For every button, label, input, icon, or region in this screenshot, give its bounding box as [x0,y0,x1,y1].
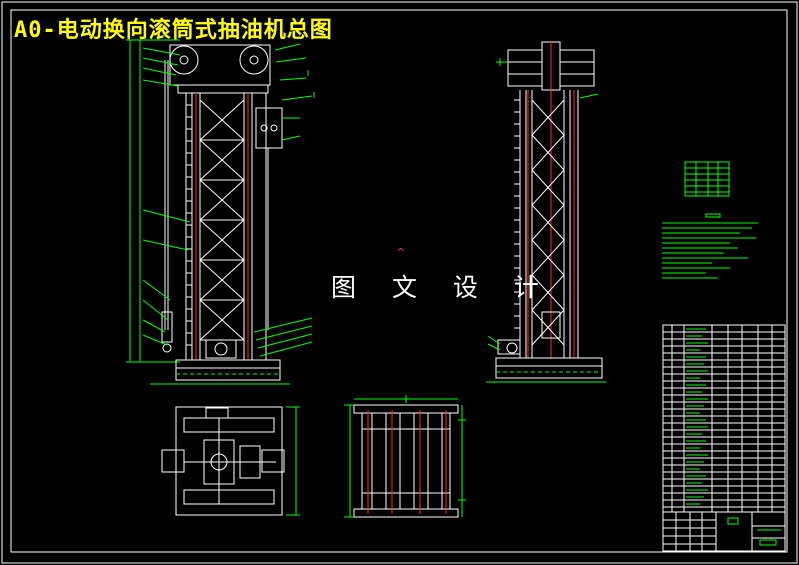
front-view-leaders [142,43,315,357]
side-view-leaders [487,58,599,351]
plan-view-dimensions [286,406,300,516]
parts-list-entries [686,328,708,505]
front-view [126,39,290,385]
side-view [486,41,606,383]
title-block [663,511,785,551]
drum-detail-dimensions [344,395,466,518]
drawing-title: A0-电动换向滚筒式抽油机总图 [14,18,333,43]
drawing-border-inner [10,9,788,553]
plan-view [161,406,285,516]
watermark-text: 图 文 设 计 [331,273,553,302]
cursor-caret-icon: ^ [396,246,406,259]
drum-detail-hidden [367,410,447,514]
drum-detail-view [353,404,459,518]
technical-notes [662,213,758,279]
parameter-table [684,161,730,197]
parts-list-table [662,324,786,552]
